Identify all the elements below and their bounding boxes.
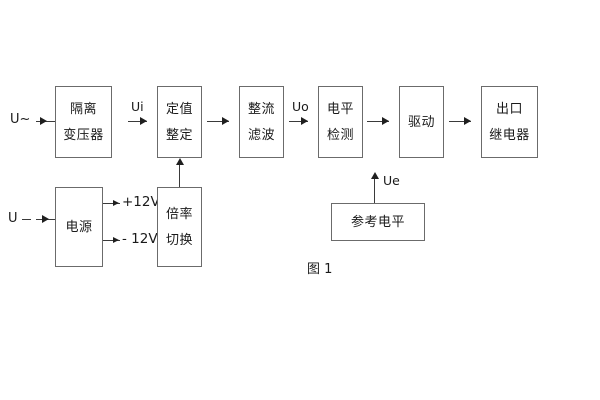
connector-reference-to-level-line	[374, 178, 375, 203]
connector-input-to-supply-dash1	[22, 219, 31, 220]
block-output-relay-line2: 继电器	[489, 127, 530, 143]
block-power-supply: 电源	[55, 187, 103, 267]
block-output-relay: 出口 继电器	[481, 86, 538, 158]
block-rectify-filter-line1: 整流	[247, 101, 275, 117]
block-drive: 驱动	[399, 86, 444, 158]
arrow-rail-negative-icon	[113, 236, 119, 243]
signal-label-uo: Uo	[292, 99, 309, 114]
block-setting-value-line2: 整定	[165, 127, 193, 143]
signal-label-ui: Ui	[131, 99, 144, 114]
block-rectify-filter: 整流 滤波	[239, 86, 284, 158]
block-reference-level-line1: 参考电平	[350, 214, 405, 230]
block-setting-value-line1: 定值	[165, 101, 193, 117]
arrow-drive-to-relay-icon	[464, 117, 471, 125]
connector-setting-to-rectify-line	[207, 121, 229, 122]
block-drive-line1: 驱动	[407, 114, 435, 130]
block-level-detection-line1: 电平	[326, 101, 354, 117]
block-level-detection-line2: 检测	[326, 127, 354, 143]
arrow-rail-positive-icon	[113, 199, 119, 206]
block-multiplier-switch-line2: 切换	[165, 232, 193, 248]
block-isolation-transformer-line2: 变压器	[63, 127, 104, 143]
arrow-input-to-isolation-icon	[40, 117, 47, 125]
block-setting-value: 定值 整定	[157, 86, 202, 158]
signal-label-ue: Ue	[383, 173, 400, 188]
block-reference-level: 参考电平	[331, 203, 425, 241]
connector-multiplier-to-setting-line	[179, 164, 180, 187]
arrow-multiplier-to-setting-icon	[175, 158, 184, 165]
block-power-supply-line1: 电源	[65, 219, 93, 235]
arrow-level-to-drive-icon	[382, 117, 389, 125]
connector-rail-positive-line	[103, 203, 120, 204]
arrow-rectify-to-level-icon	[301, 117, 308, 125]
connector-rectify-to-level-line	[289, 121, 308, 122]
block-isolation-transformer-line1: 隔离	[69, 101, 97, 117]
connector-drive-to-relay-line	[449, 121, 471, 122]
input-label-u-ac: U~	[10, 112, 31, 127]
input-label-u-dc: U	[8, 211, 18, 226]
connector-isolation-to-setting-line	[128, 121, 147, 122]
rail-label-positive: +12V	[122, 194, 160, 210]
connector-level-to-drive-line	[367, 121, 389, 122]
block-multiplier-switch-line1: 倍率	[165, 206, 193, 222]
block-multiplier-switch: 倍率 切换	[157, 187, 202, 267]
block-rectify-filter-line2: 滤波	[247, 127, 275, 143]
arrow-reference-to-level-icon	[370, 172, 379, 179]
rail-label-negative: - 12V	[122, 231, 158, 247]
block-output-relay-line1: 出口	[495, 101, 523, 117]
arrow-input-to-supply-icon	[42, 215, 49, 223]
figure-caption: 图 1	[307, 262, 333, 277]
block-isolation-transformer: 隔离 变压器	[55, 86, 112, 158]
arrow-isolation-to-setting-icon	[140, 117, 147, 125]
arrow-setting-to-rectify-icon	[222, 117, 229, 125]
block-level-detection: 电平 检测	[318, 86, 363, 158]
connector-rail-negative-line	[103, 240, 120, 241]
